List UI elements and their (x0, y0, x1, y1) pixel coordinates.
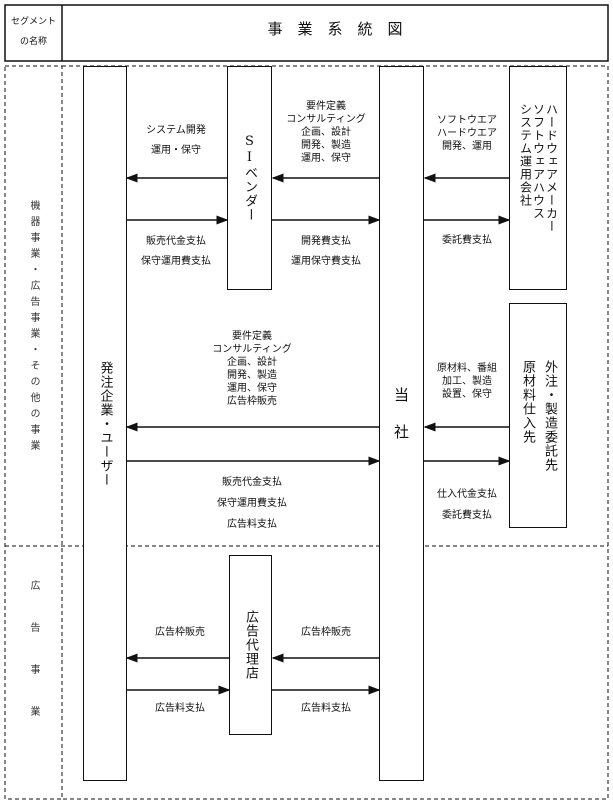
si-vendor-label: SIベンダー (242, 134, 257, 222)
label-line: 企画、設計 (301, 127, 351, 138)
label-hw-to-co: ソフトウエアハードウエア開発、運用 (437, 114, 497, 153)
segment-column-header: セグメント の名称 (5, 12, 62, 52)
label-user-to-agency: 広告料支払 (155, 702, 205, 715)
label-co-to-user: 要件定義コンサルティング企画、設計開発、製造運用、保守広告枠販売 (212, 330, 291, 408)
label-line: 開発費支払 (301, 236, 351, 247)
company-box: 当社 (379, 66, 424, 781)
label-line: 仕入代金支払 (437, 489, 497, 500)
segment-header-line: の名称 (19, 37, 47, 47)
hardware-line: ハードウェアメーカー (544, 103, 559, 233)
segment-advertising: 広告事業 (28, 580, 39, 748)
label-sup-to-co: 原材料、番組加工、製造設置、保守 (437, 362, 497, 401)
label-line: コンサルティング (212, 344, 292, 355)
label-line: 広告枠販売 (155, 627, 205, 638)
label-line: 加工、製造 (442, 376, 492, 387)
header-frame (4, 4, 609, 62)
label-line: 開発、運用 (442, 141, 492, 152)
label-line: 設置、保守 (442, 389, 492, 400)
label-line: 販売代金支払 (222, 477, 282, 488)
label-line: 開発、製造 (301, 140, 351, 151)
company-label: 当社 (392, 386, 410, 461)
segment-equipment: 機器事業・広告事業・その他の事業 (28, 200, 39, 456)
label-co-to-agency: 広告枠販売 (301, 626, 351, 639)
label-line: 要件定義 (306, 101, 346, 112)
label-line: 広告枠販売 (227, 396, 277, 407)
label-line: 運用、保守 (301, 153, 351, 164)
label-line: コンサルティング (286, 114, 366, 125)
supplier-line: 外注・製造委託先 (542, 359, 557, 472)
label-co-to-hw: 委託費支払 (442, 234, 492, 247)
label-line: 広告料支払 (227, 519, 277, 530)
label-line: ソフトウエア (437, 115, 497, 126)
label-line: 原材料、番組 (437, 363, 497, 374)
label-line: ハードウエア (437, 128, 497, 139)
si-vendor-box: SIベンダー (227, 66, 272, 290)
orderer-label: 発注企業・ユーザー (97, 360, 113, 487)
label-agency-to-co: 広告料支払 (301, 702, 351, 715)
label-line: 広告料支払 (301, 703, 351, 714)
label-line: 開発、製造 (227, 370, 277, 381)
segment-header-line: セグメント (10, 17, 56, 27)
ad-agency-label: 広告代理店 (243, 610, 258, 680)
arrows (125, 173, 511, 695)
label-line: 運用保守費支払 (291, 256, 361, 267)
ad-agency-box: 広告代理店 (229, 555, 272, 735)
label-line: 委託費支払 (442, 510, 492, 521)
supplier-box: 外注・製造委託先原材料仕入先 (509, 303, 567, 528)
hardware-line: システム運用会社 (518, 103, 533, 207)
label-line: 企画、設計 (227, 357, 277, 368)
hardware-box: ハードウェアメーカーソフトウェアハウスシステム運用会社 (509, 66, 567, 290)
label-si-to-user: システム開発運用・保守 (146, 121, 206, 161)
label-co-to-sup: 仕入代金支払委託費支払 (437, 484, 497, 526)
orderer-box: 発注企業・ユーザー (83, 66, 127, 781)
label-line: 運用・保守 (150, 145, 201, 156)
label-line: 要件定義 (232, 331, 272, 342)
label-line: 広告料支払 (155, 703, 205, 714)
label-line: 保守運用費支払 (141, 256, 211, 267)
label-line: システム開発 (146, 125, 206, 136)
page-title: 事 業 系 統 図 (267, 20, 403, 38)
label-line: 保守運用費支払 (217, 498, 287, 509)
label-line: 広告枠販売 (301, 627, 351, 638)
label-user-to-si: 販売代金支払保守運用費支払 (141, 232, 211, 272)
label-line: 委託費支払 (442, 235, 492, 246)
hardware-line: ソフトウェアハウス (531, 103, 546, 220)
label-co-to-si: 要件定義コンサルティング企画、設計開発、製造運用、保守 (286, 100, 365, 165)
label-si-to-co: 開発費支払運用保守費支払 (291, 232, 361, 272)
supplier-line: 原材料仕入先 (520, 359, 535, 444)
label-agency-to-user: 広告枠販売 (155, 626, 205, 639)
label-line: 販売代金支払 (146, 236, 206, 247)
label-user-to-co: 販売代金支払保守運用費支払広告料支払 (217, 472, 287, 535)
label-line: 運用、保守 (227, 383, 277, 394)
